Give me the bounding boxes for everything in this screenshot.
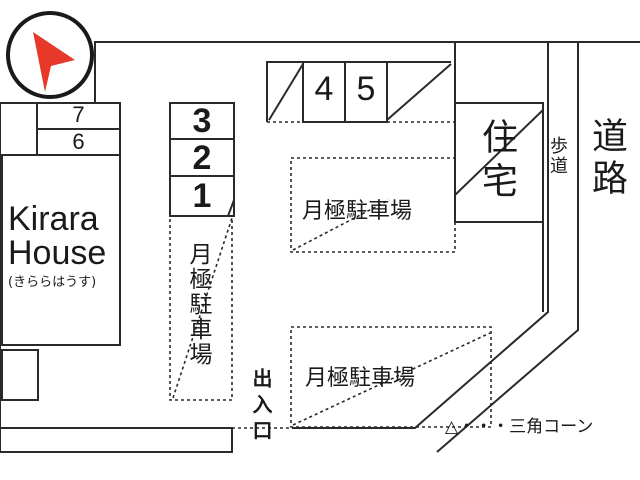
building-name-line1: Kirara — [8, 200, 99, 238]
road-label: 道路 — [586, 117, 627, 201]
monthly-parking-label-left: 月極駐車場 — [185, 242, 211, 367]
sidewalk-label: 歩道 — [547, 136, 568, 176]
monthly-parking-label-lower: 月極駐車場 — [305, 366, 416, 391]
slot-7-label: 7 — [72, 102, 85, 127]
left-area-diag-1 — [172, 217, 233, 399]
slot-2-label: 2 — [192, 139, 212, 177]
slot-row-top-diag-right — [386, 63, 452, 121]
slot-3-label: 3 — [192, 102, 212, 140]
entrance-label: 出入口 — [249, 368, 273, 446]
residence-label: 住宅 — [476, 118, 517, 206]
slot-5-label: 5 — [356, 70, 376, 108]
boundary-bottom-right — [292, 42, 549, 429]
slot-row-top-outline — [266, 61, 451, 122]
legend-dots: ・・・ — [458, 417, 510, 437]
boundary-right-road-edge — [436, 42, 579, 453]
slot-1-label: 1 — [192, 177, 212, 215]
small-shed-box — [1, 349, 39, 401]
upper-area-diag-1 — [292, 199, 390, 251]
building-name-line2: House — [8, 234, 107, 272]
monthly-parking-label-upper: 月極駐車場 — [302, 199, 413, 224]
residence-diag — [454, 109, 544, 196]
triangle-cone-icon: △ — [445, 417, 459, 437]
upper-monthly-parking-area — [290, 157, 456, 253]
slot-6-box — [36, 128, 121, 156]
left-monthly-parking-area — [169, 215, 233, 401]
boundary-bottom — [0, 427, 233, 453]
north-arrow-icon — [6, 11, 94, 99]
legend-text: 三角コーン — [509, 417, 594, 437]
slot-row-top-diag-left — [268, 63, 304, 121]
slot-1-diag — [227, 199, 235, 217]
lower-area-diag — [292, 332, 491, 426]
legend: △・・・三角コーン — [445, 419, 593, 436]
slot-6-label: 6 — [72, 129, 85, 154]
slot-4-label: 4 — [314, 70, 334, 108]
sidewalk-outline — [454, 42, 544, 312]
building-reading: (きららはうす) — [8, 275, 97, 290]
